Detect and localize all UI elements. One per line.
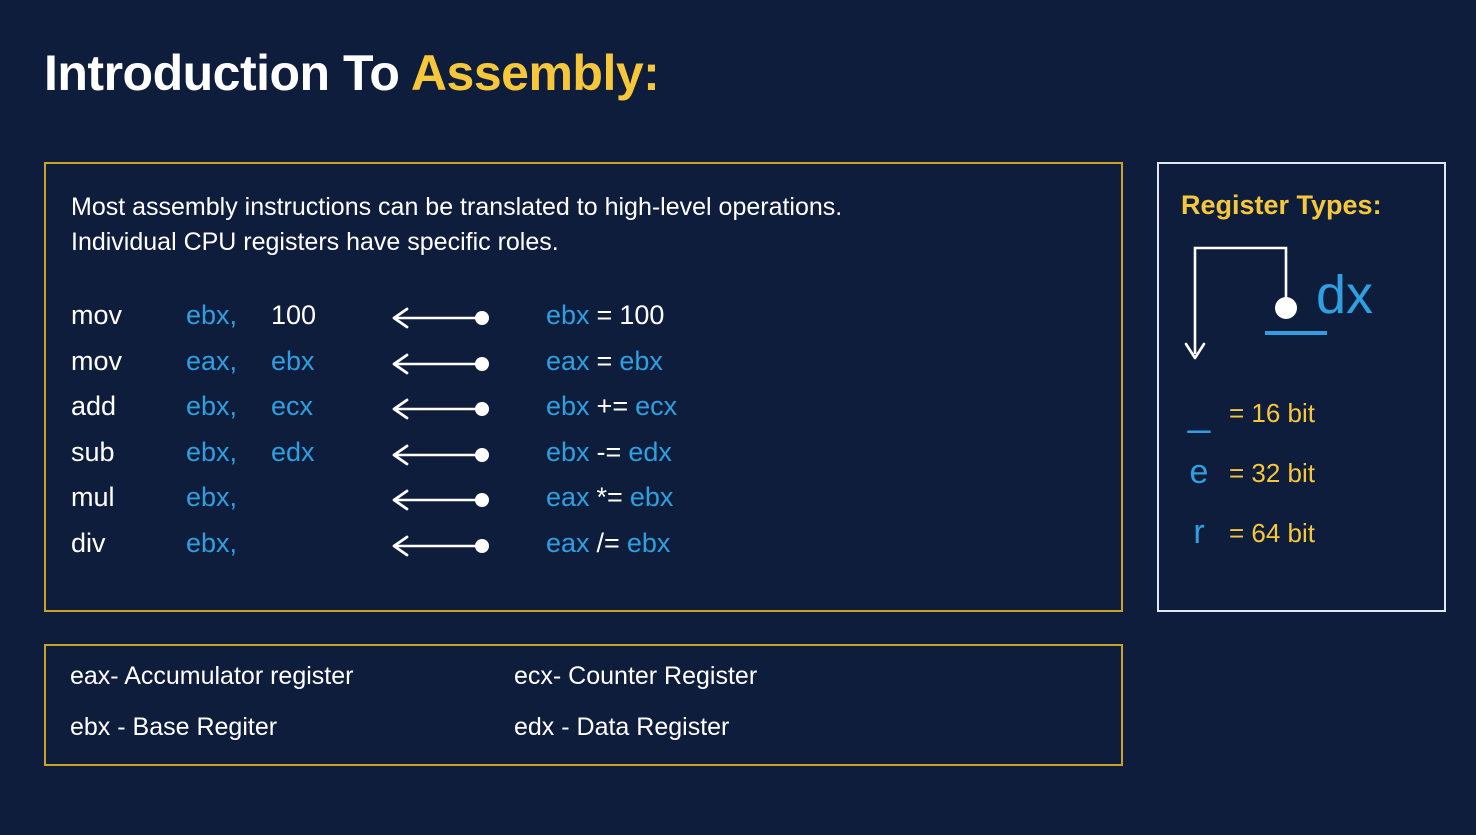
bit-legend-value: = 16 bit — [1229, 398, 1316, 428]
main-content-panel: Most assembly instructions can be transl… — [44, 162, 1123, 612]
expression-operator: -= — [596, 436, 622, 467]
translated-expression: ebx=100 — [546, 300, 664, 331]
register-descriptions-panel: eax- Accumulator register ecx- Counter R… — [44, 644, 1123, 766]
expression-operator: = — [596, 345, 613, 376]
expression-rhs: 100 — [619, 300, 665, 330]
page-title: Introduction To Assembly: — [44, 44, 660, 102]
table-row: add ebx, ecx ebx+=ecx — [71, 391, 1101, 437]
expression-operator: *= — [596, 482, 623, 512]
instruction-operand1: ebx, — [186, 300, 238, 330]
translation-arrow-icon — [389, 532, 519, 560]
bit-legend-value: = 64 bit — [1229, 518, 1316, 548]
instruction-operand1: ebx, — [186, 391, 238, 421]
instruction-operand2: ecx — [271, 391, 314, 421]
instruction-operand1: ebx, — [186, 436, 238, 467]
sample-register-name: dx — [1316, 265, 1374, 325]
table-row: mov ebx, 100 ebx=100 — [71, 300, 1101, 346]
instruction-mnemonic: div — [71, 527, 106, 558]
list-item: eax- Accumulator register ecx- Counter R… — [70, 662, 1100, 713]
expression-rhs: ecx — [635, 391, 678, 421]
instruction-operand1: ebx, — [186, 527, 238, 558]
bit-legend-value: = 32 bit — [1229, 458, 1316, 488]
instruction-mnemonic: mul — [71, 482, 115, 512]
expression-rhs: ebx — [619, 345, 663, 376]
instruction-operand2: 100 — [271, 300, 317, 330]
intro-line-1: Most assembly instructions can be transl… — [71, 193, 843, 221]
instruction-operand2: edx — [271, 436, 315, 467]
table-row: mul ebx, eax*=ebx — [71, 482, 1101, 528]
list-item: r = 64 bit — [1173, 512, 1438, 572]
bit-width-legend: _ = 16 bit e = 32 bit r = 64 bit — [1173, 392, 1438, 572]
instruction-mnemonic: add — [71, 391, 117, 421]
expression-operator: /= — [596, 527, 620, 558]
page-title-plain: Introduction To — [44, 45, 411, 101]
list-item: e = 32 bit — [1173, 452, 1438, 512]
register-prefix-callout-diagram — [1177, 236, 1427, 376]
translation-arrow-icon — [389, 304, 519, 332]
expression-lhs: eax — [546, 527, 590, 558]
translated-expression: eax*=ebx — [546, 482, 673, 513]
list-item: _ = 16 bit — [1173, 392, 1438, 452]
page-title-accent: Assembly: — [410, 45, 660, 101]
expression-rhs: edx — [628, 436, 672, 467]
register-types-title: Register Types: — [1181, 190, 1382, 220]
instruction-table: mov ebx, 100 ebx=100 mov eax, ebx — [71, 300, 1101, 573]
table-row: div ebx, eax/=ebx — [71, 528, 1101, 574]
register-description-eax: eax- Accumulator register — [70, 662, 354, 690]
table-row: mov eax, ebx eax=ebx — [71, 346, 1101, 392]
translation-arrow-icon — [389, 395, 519, 423]
table-row: sub ebx, edx ebx-=edx — [71, 437, 1101, 483]
register-description-ebx: ebx - Base Regiter — [70, 713, 278, 741]
register-description-edx: edx - Data Register — [514, 713, 730, 741]
expression-lhs: ebx — [546, 436, 590, 467]
translation-arrow-icon — [389, 486, 519, 514]
instruction-mnemonic: sub — [71, 436, 115, 467]
expression-lhs: eax — [546, 482, 590, 512]
expression-lhs: eax — [546, 345, 590, 376]
intro-line-2: Individual CPU registers have specific r… — [71, 228, 559, 256]
instruction-mnemonic: mov — [71, 300, 123, 330]
expression-operator: += — [596, 391, 629, 421]
bit-legend-key: e — [1189, 453, 1209, 491]
translated-expression: ebx-=edx — [546, 437, 672, 468]
translated-expression: eax=ebx — [546, 346, 663, 377]
bit-legend-key: _ — [1187, 390, 1211, 434]
instruction-operand1: ebx, — [186, 482, 238, 512]
expression-rhs: ebx — [629, 482, 674, 512]
translation-arrow-icon — [389, 441, 519, 469]
register-types-panel: Register Types: dx _ = 16 bit e = 32 bit — [1157, 162, 1446, 612]
instruction-operand2: ebx — [271, 345, 315, 376]
expression-operator: = — [596, 300, 613, 330]
register-descriptions-list: eax- Accumulator register ecx- Counter R… — [70, 662, 1100, 764]
bit-legend-key: r — [1193, 513, 1205, 551]
instruction-operand1: eax, — [186, 345, 238, 376]
expression-lhs: ebx — [546, 300, 590, 330]
instruction-mnemonic: mov — [71, 345, 123, 376]
translated-expression: eax/=ebx — [546, 528, 670, 559]
intro-paragraph: Most assembly instructions can be transl… — [71, 190, 1111, 260]
translation-arrow-icon — [389, 350, 519, 378]
register-description-ecx: ecx- Counter Register — [514, 662, 758, 690]
translated-expression: ebx+=ecx — [546, 391, 677, 422]
list-item: ebx - Base Regiter edx - Data Register — [70, 713, 1100, 764]
expression-lhs: ebx — [546, 391, 590, 421]
expression-rhs: ebx — [626, 527, 671, 558]
